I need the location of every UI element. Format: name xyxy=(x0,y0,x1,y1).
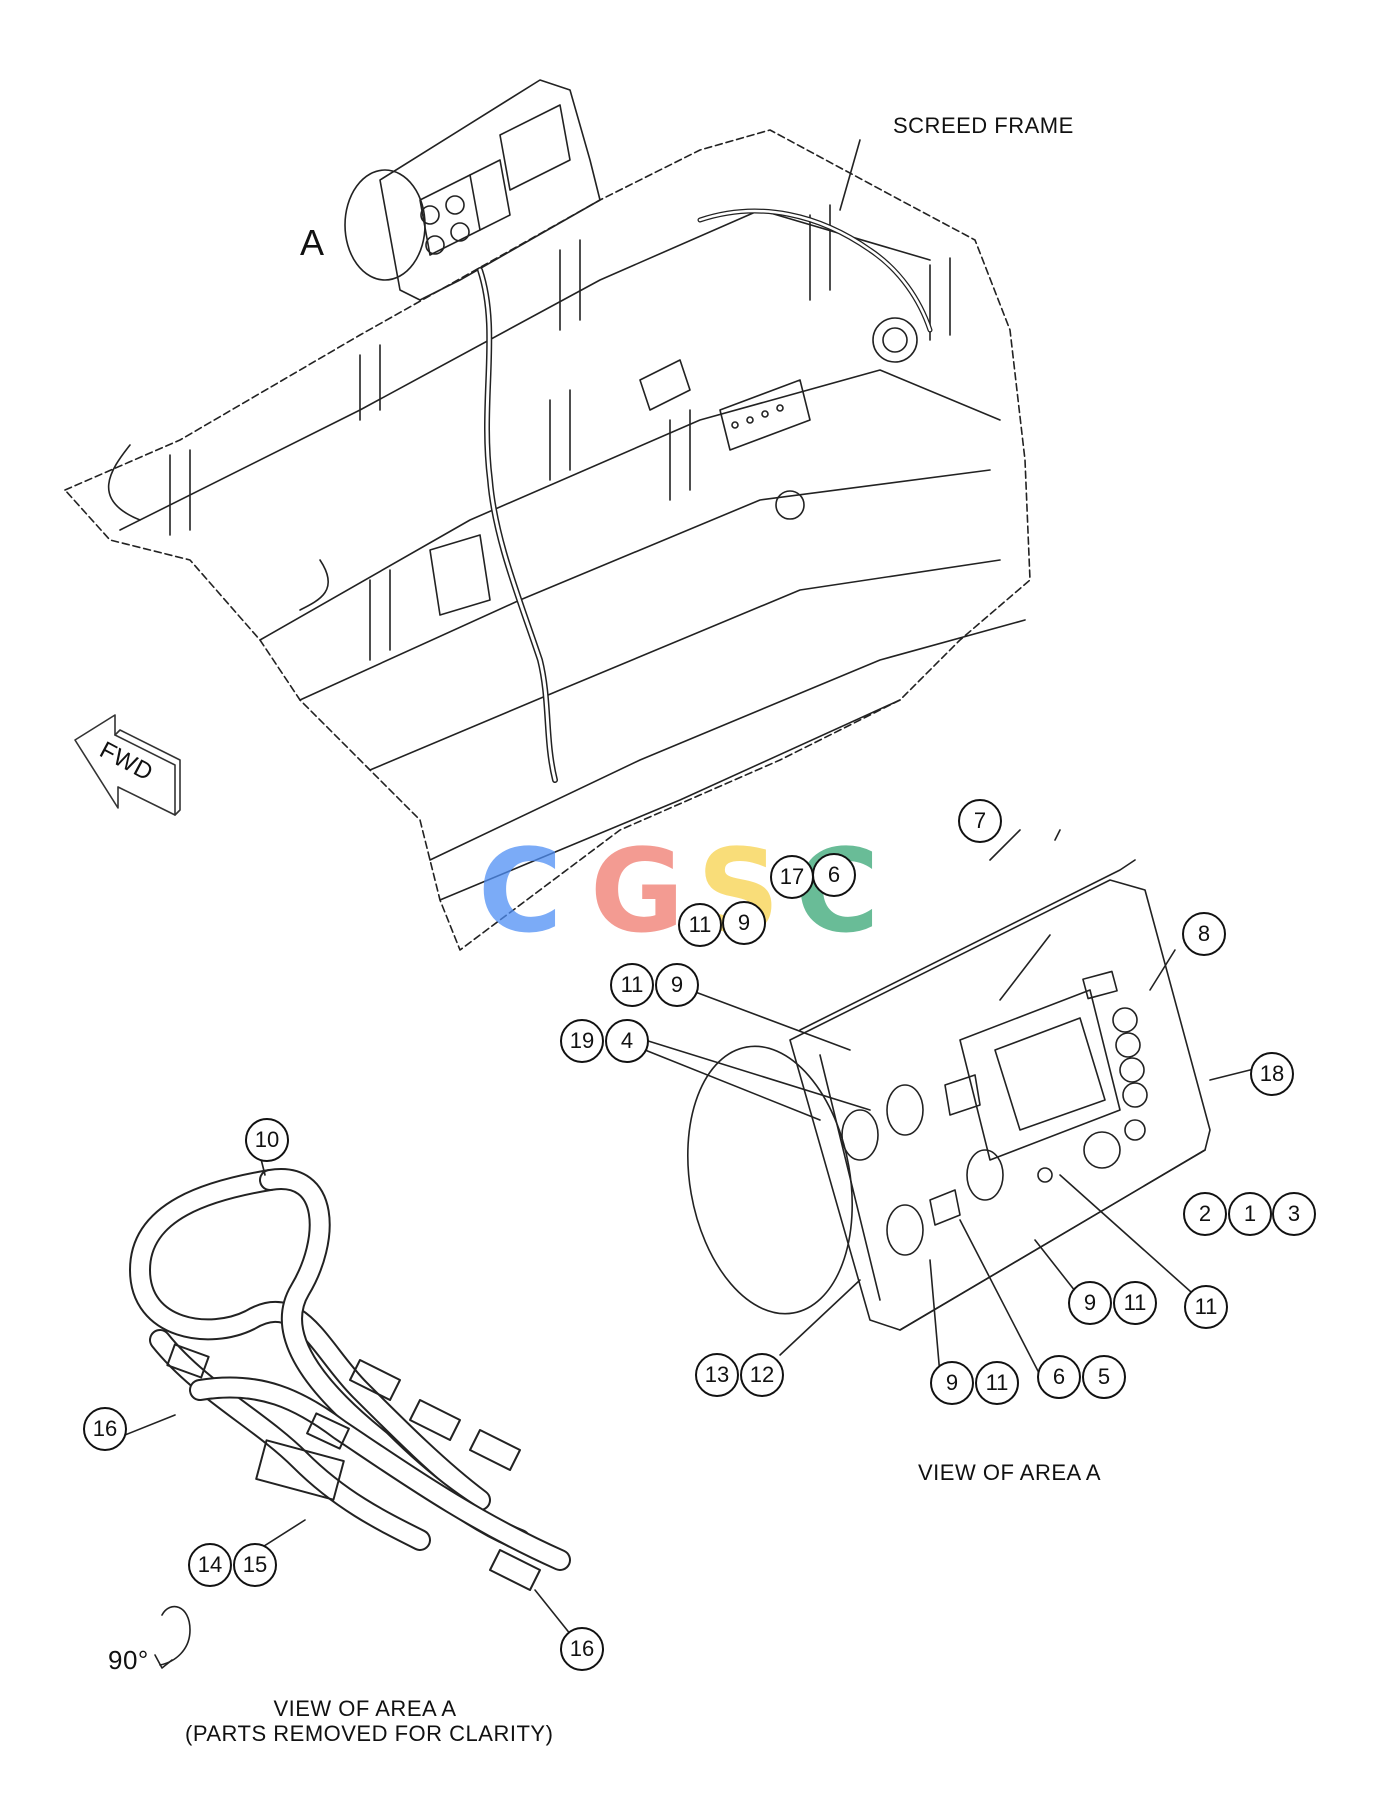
callout-8: 8 xyxy=(1182,912,1226,956)
callout-9: 9 xyxy=(655,963,699,1007)
callout-11: 11 xyxy=(1113,1281,1157,1325)
view-a-panel-housing xyxy=(789,879,1211,1331)
callout-15: 15 xyxy=(233,1543,277,1587)
callout-11: 11 xyxy=(1184,1285,1228,1329)
callout-16: 16 xyxy=(83,1407,127,1451)
caption-line-1: VIEW OF AREA A xyxy=(273,1696,457,1721)
callout-19: 19 xyxy=(560,1019,604,1063)
callout-17: 17 xyxy=(770,855,814,899)
fwd-arrow-outline xyxy=(74,714,176,816)
callout-9: 9 xyxy=(1068,1281,1112,1325)
watermark-letter-c1: C xyxy=(478,825,563,959)
caption-line-2: (PARTS REMOVED FOR CLARITY) xyxy=(185,1721,554,1746)
panel-a-housing xyxy=(379,79,601,301)
view-area-a-caption: VIEW OF AREA A xyxy=(918,1460,1102,1485)
screed-frame-label: SCREED FRAME xyxy=(893,113,1074,138)
callout-11: 11 xyxy=(975,1361,1019,1405)
callout-7: 7 xyxy=(958,799,1002,843)
callout-9: 9 xyxy=(930,1361,974,1405)
callout-3: 3 xyxy=(1272,1192,1316,1236)
callout-6: 6 xyxy=(1037,1355,1081,1399)
callout-10: 10 xyxy=(245,1118,289,1162)
callout-16: 16 xyxy=(560,1627,604,1671)
callout-4: 4 xyxy=(605,1019,649,1063)
area-a-marker: A xyxy=(300,222,325,263)
callout-1: 1 xyxy=(1228,1192,1272,1236)
callout-11: 11 xyxy=(610,963,654,1007)
screed-frame-outline xyxy=(64,129,1031,951)
callout-9: 9 xyxy=(722,901,766,945)
watermark-letter-g: G xyxy=(590,825,685,959)
callout-2: 2 xyxy=(1183,1192,1227,1236)
harness-illustration xyxy=(129,1168,571,1591)
callout-12: 12 xyxy=(740,1353,784,1397)
callout-5: 5 xyxy=(1082,1355,1126,1399)
callout-6: 6 xyxy=(812,853,856,897)
callout-18: 18 xyxy=(1250,1052,1294,1096)
callout-14: 14 xyxy=(188,1543,232,1587)
view-area-a-parts-caption: VIEW OF AREA A (PARTS REMOVED FOR CLARIT… xyxy=(185,1696,554,1746)
callout-11: 11 xyxy=(678,903,722,947)
rotation-label: 90° xyxy=(108,1645,149,1675)
callout-13: 13 xyxy=(695,1353,739,1397)
